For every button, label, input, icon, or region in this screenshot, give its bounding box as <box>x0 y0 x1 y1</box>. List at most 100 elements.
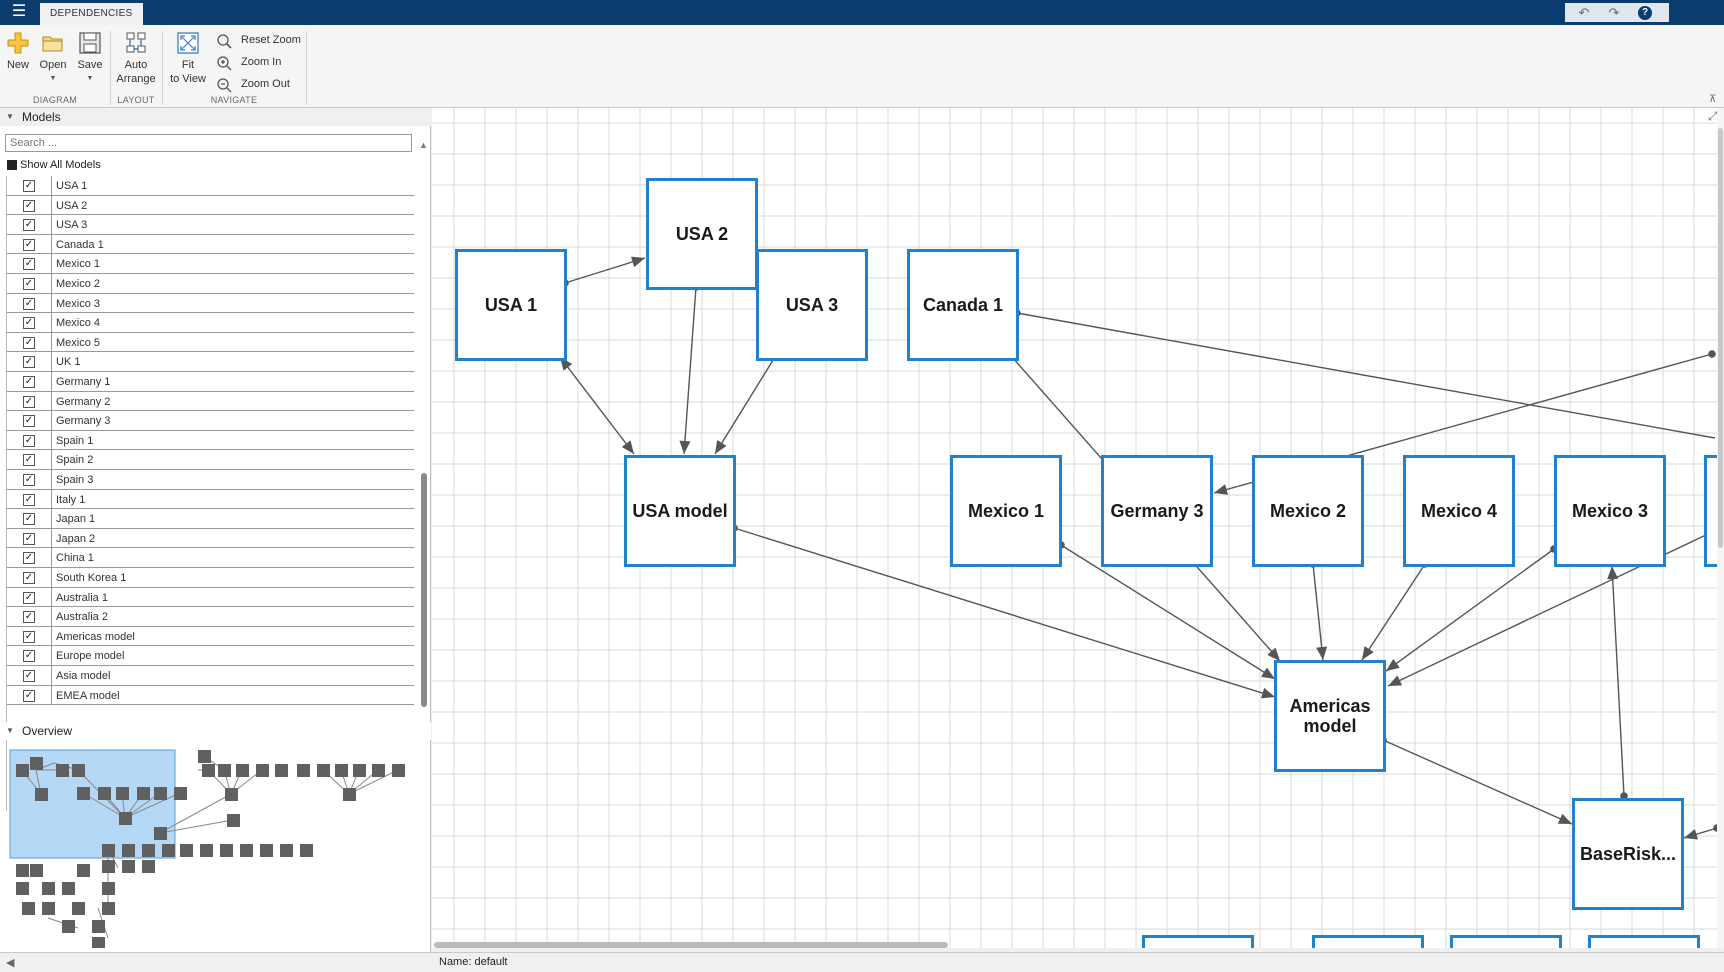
canvas-horizontal-scrollbar[interactable] <box>433 941 1713 948</box>
model-checkbox[interactable]: ✓ <box>23 454 35 467</box>
model-checkbox[interactable]: ✓ <box>23 356 35 369</box>
node-usa3[interactable]: USA 3 <box>756 249 868 361</box>
show-all-checkbox-box[interactable] <box>7 160 17 170</box>
list-item[interactable]: ✓Spain 2 <box>7 450 414 470</box>
model-checkbox[interactable]: ✓ <box>23 532 35 545</box>
list-item[interactable]: ✓Australia 2 <box>7 607 414 627</box>
expand-icon[interactable]: ⤢ <box>1708 109 1718 123</box>
model-checkbox[interactable]: ✓ <box>23 238 35 251</box>
node-usamodel[interactable]: USA model <box>624 455 736 567</box>
model-checkbox[interactable]: ✓ <box>23 474 35 486</box>
list-item[interactable]: ✓Europe model <box>7 646 414 666</box>
model-checkbox[interactable]: ✓ <box>23 336 35 349</box>
overview-section-header[interactable]: ▼ Overview <box>0 722 431 740</box>
list-item[interactable]: ✓Mexico 2 <box>7 274 414 294</box>
node-americas[interactable]: Americas model <box>1274 660 1386 772</box>
list-item[interactable]: ✓Mexico 1 <box>7 254 414 274</box>
model-checkbox[interactable]: ✓ <box>23 591 35 604</box>
dependency-edge[interactable] <box>1312 563 1324 661</box>
list-item[interactable]: ✓Mexico 5 <box>7 332 414 353</box>
model-checkbox[interactable]: ✓ <box>23 199 35 212</box>
model-checkbox[interactable]: ✓ <box>23 376 35 388</box>
list-item[interactable]: ✓Spain 3 <box>7 470 414 490</box>
dependency-edge[interactable] <box>1361 563 1426 661</box>
fit-to-view-button[interactable]: Fit to View <box>167 31 209 86</box>
open-button[interactable]: Open ▼ <box>38 31 68 86</box>
dependency-edge[interactable] <box>1385 548 1555 672</box>
list-item[interactable]: ✓USA 3 <box>7 215 414 235</box>
scrollbar-thumb[interactable] <box>421 473 427 707</box>
list-item[interactable]: ✓Germany 3 <box>7 411 414 431</box>
auto-arrange-button[interactable]: Auto Arrange <box>114 31 158 86</box>
open-dropdown-icon[interactable]: ▼ <box>49 75 57 82</box>
save-dropdown-icon[interactable]: ▼ <box>86 75 94 82</box>
undo-icon[interactable]: ↶ <box>1578 5 1590 20</box>
node-canada1[interactable]: Canada 1 <box>907 249 1019 361</box>
list-scrollbar[interactable]: ▲ <box>419 140 429 812</box>
help-icon[interactable]: ? <box>1638 6 1652 20</box>
list-item[interactable]: ✓Mexico 4 <box>7 313 414 333</box>
collapse-panel-icon[interactable]: ⊼ <box>1709 94 1717 105</box>
model-checkbox[interactable]: ✓ <box>23 572 35 584</box>
model-checkbox[interactable]: ✓ <box>23 689 35 702</box>
list-item[interactable]: ✓Japan 1 <box>7 509 414 529</box>
list-item[interactable]: ✓Mexico 3 <box>7 293 414 314</box>
node-partial[interactable] <box>1588 935 1700 948</box>
node-partial[interactable] <box>1142 935 1254 948</box>
model-checkbox[interactable]: ✓ <box>23 670 35 682</box>
node-usa2[interactable]: USA 2 <box>646 178 758 290</box>
model-checkbox[interactable]: ✓ <box>23 278 35 290</box>
model-checkbox[interactable]: ✓ <box>23 219 35 232</box>
model-checkbox[interactable]: ✓ <box>23 180 35 192</box>
list-item[interactable]: ✓Asia model <box>7 666 414 686</box>
node-mexico1[interactable]: Mexico 1 <box>950 455 1062 567</box>
list-item[interactable]: ✓Australia 1 <box>7 587 414 608</box>
dependency-edge[interactable] <box>1016 312 1716 439</box>
node-germany3[interactable]: Germany 3 <box>1101 455 1213 567</box>
collapse-left-icon[interactable]: ◀ <box>6 957 15 969</box>
model-checkbox[interactable]: ✓ <box>23 493 35 506</box>
collapse-caret-icon[interactable]: ▼ <box>6 726 14 735</box>
model-checkbox[interactable]: ✓ <box>23 611 35 624</box>
dependency-edge[interactable] <box>733 527 1276 698</box>
dependency-edge[interactable] <box>564 257 646 284</box>
list-item[interactable]: ✓UK 1 <box>7 352 414 372</box>
list-item[interactable]: ✓South Korea 1 <box>7 568 414 588</box>
scrollbar-thumb[interactable] <box>1718 128 1723 548</box>
node-baserisk[interactable]: BaseRisk... <box>1572 798 1684 910</box>
list-item[interactable]: ✓USA 1 <box>7 176 414 196</box>
model-checkbox[interactable]: ✓ <box>23 258 35 271</box>
redo-icon[interactable]: ↷ <box>1608 5 1620 20</box>
node-usa1[interactable]: USA 1 <box>455 249 567 361</box>
list-item[interactable]: ✓Japan 2 <box>7 528 414 549</box>
node-partial[interactable] <box>1312 935 1424 948</box>
model-checkbox[interactable]: ✓ <box>23 552 35 565</box>
list-item[interactable]: ✓EMEA model <box>7 685 414 706</box>
node-mexico2[interactable]: Mexico 2 <box>1252 455 1364 567</box>
list-item[interactable]: ✓Americas model <box>7 626 414 647</box>
list-item[interactable]: ✓China 1 <box>7 548 414 568</box>
model-checkbox[interactable]: ✓ <box>23 297 35 310</box>
model-checkbox[interactable]: ✓ <box>23 650 35 663</box>
list-item[interactable]: ✓Spain 1 <box>7 430 414 451</box>
node-partial[interactable] <box>1450 935 1562 948</box>
dependency-edge[interactable] <box>1060 544 1276 680</box>
collapse-caret-icon[interactable]: ▼ <box>6 112 14 121</box>
model-checkbox[interactable]: ✓ <box>23 513 35 526</box>
model-checkbox[interactable]: ✓ <box>23 434 35 447</box>
dependency-edge[interactable] <box>714 356 776 455</box>
overview-minimap[interactable] <box>8 748 428 948</box>
model-checkbox[interactable]: ✓ <box>23 317 35 330</box>
list-item[interactable]: ✓Canada 1 <box>7 234 414 255</box>
dependency-edge[interactable] <box>559 356 635 455</box>
models-section-header[interactable]: ▼ Models <box>0 108 431 126</box>
dependency-edge[interactable] <box>1382 739 1573 825</box>
tab-dependencies[interactable]: DEPENDENCIES <box>40 3 143 25</box>
list-item[interactable]: ✓Germany 1 <box>7 372 414 392</box>
scroll-up-icon[interactable]: ▲ <box>419 140 428 150</box>
hamburger-icon[interactable]: ☰ <box>11 3 27 20</box>
node-partial[interactable] <box>1704 455 1717 567</box>
list-item[interactable]: ✓USA 2 <box>7 195 414 216</box>
node-mexico3[interactable]: Mexico 3 <box>1554 455 1666 567</box>
